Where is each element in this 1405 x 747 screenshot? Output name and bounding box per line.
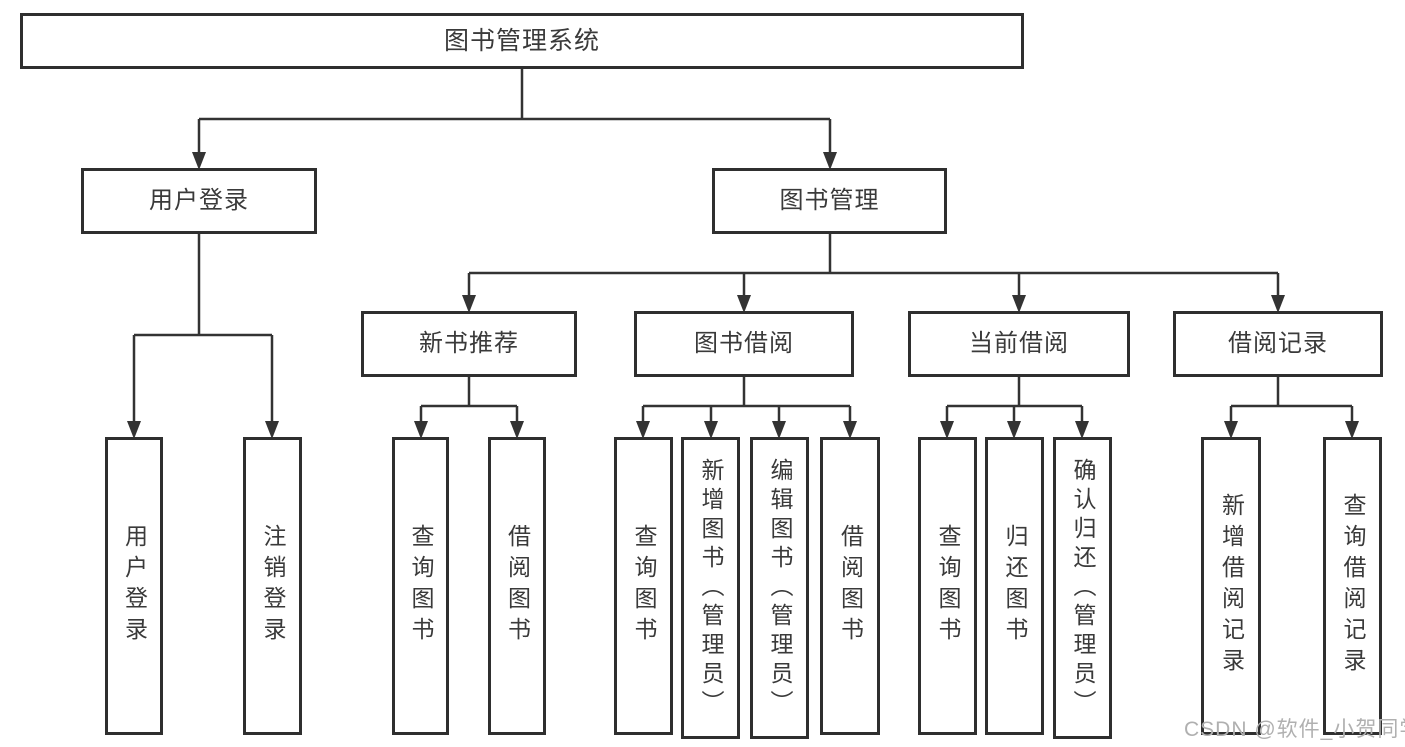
leaf-edit-book-admin-label: 编辑图书（管理员）	[767, 457, 793, 719]
node-borrow-record-label: 借阅记录	[1228, 330, 1328, 357]
node-book-borrow-label: 图书借阅	[694, 330, 794, 357]
leaf-user-login: 用户登录	[105, 437, 163, 735]
leaf-borrow-book-label: 借阅图书	[837, 524, 864, 648]
leaf-query-book-borrow: 查询图书	[614, 437, 673, 735]
node-root-system: 图书管理系统	[20, 13, 1024, 69]
node-book-management-label: 图书管理	[779, 187, 880, 214]
leaf-confirm-return-admin: 确认归还（管理员）	[1053, 437, 1112, 739]
leaf-query-book-recommend: 查询图书	[392, 437, 449, 735]
leaf-query-book-borrow-label: 查询图书	[631, 524, 657, 648]
leaf-borrow-book-recommend-label: 借阅图书	[504, 524, 531, 648]
leaf-query-book-current: 查询图书	[918, 437, 977, 735]
leaf-query-book-recommend-label: 查询图书	[408, 524, 434, 648]
csdn-watermark: CSDN @软件_小贺同学	[1184, 718, 1405, 741]
leaf-borrow-book: 借阅图书	[820, 437, 880, 735]
node-user-login: 用户登录	[81, 168, 317, 234]
node-book-borrow: 图书借阅	[634, 311, 854, 377]
node-root-label: 图书管理系统	[443, 26, 600, 55]
node-current-borrow: 当前借阅	[908, 311, 1130, 377]
node-new-book-recommend-label: 新书推荐	[419, 330, 519, 357]
leaf-add-book-admin: 新增图书（管理员）	[681, 437, 740, 739]
leaf-edit-book-admin: 编辑图书（管理员）	[750, 437, 809, 739]
arrowheads	[127, 152, 1359, 439]
leaf-add-borrow-record-label: 新增借阅记录	[1218, 493, 1245, 679]
leaf-return-book-label: 归还图书	[1002, 524, 1028, 648]
node-new-book-recommend: 新书推荐	[361, 311, 577, 377]
node-current-borrow-label: 当前借阅	[969, 330, 1069, 357]
leaf-return-book: 归还图书	[985, 437, 1044, 735]
leaf-query-book-current-label: 查询图书	[935, 524, 961, 648]
leaf-logout-label: 注销登录	[260, 524, 286, 648]
leaf-logout: 注销登录	[243, 437, 302, 735]
node-borrow-record: 借阅记录	[1173, 311, 1383, 377]
node-user-login-label: 用户登录	[149, 187, 249, 214]
leaf-borrow-book-recommend: 借阅图书	[488, 437, 546, 735]
leaf-query-borrow-record: 查询借阅记录	[1323, 437, 1382, 735]
leaf-query-borrow-record-label: 查询借阅记录	[1340, 493, 1366, 679]
node-book-management: 图书管理	[712, 168, 947, 234]
leaf-confirm-return-admin-label: 确认归还（管理员）	[1070, 457, 1096, 719]
leaf-add-book-admin-label: 新增图书（管理员）	[698, 457, 724, 719]
leaf-user-login-label: 用户登录	[121, 524, 148, 648]
leaf-add-borrow-record: 新增借阅记录	[1201, 437, 1261, 735]
